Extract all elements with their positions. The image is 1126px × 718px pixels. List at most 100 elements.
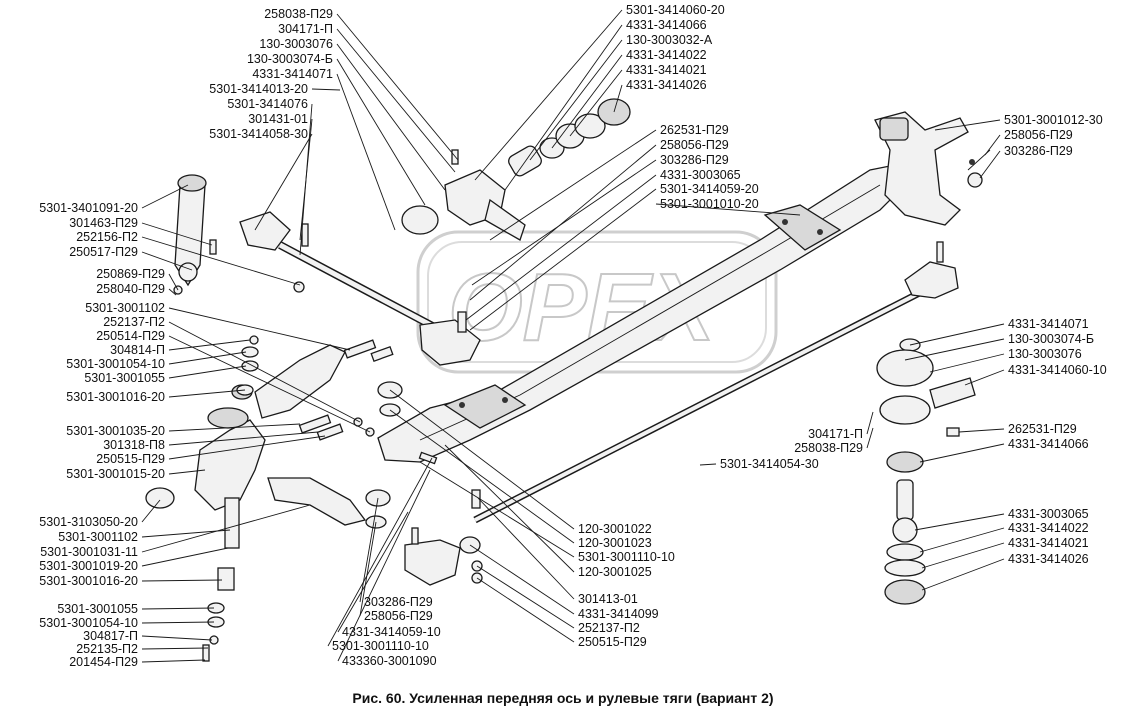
leader-line [141, 236, 301, 286]
part-label: 258056-П29 [660, 138, 729, 152]
leader-line [168, 365, 247, 379]
leader-line [469, 144, 657, 301]
leader-lines [141, 9, 1005, 663]
part-label: 5301-3001016-20 [66, 390, 165, 404]
part-label: 5301-3001035-20 [66, 424, 165, 438]
leader-line [141, 504, 311, 553]
leader-line [336, 43, 446, 191]
leader-line [141, 635, 213, 641]
leader-line [168, 389, 246, 398]
part-label: 120-3001025 [578, 565, 652, 579]
part-label: 5301-3414013-20 [209, 82, 308, 96]
leader-line [141, 579, 223, 582]
leader-line [389, 389, 575, 530]
leader-line [141, 184, 189, 209]
part-label: 301431-01 [248, 112, 308, 126]
part-label: 201454-П29 [69, 655, 138, 669]
part-label: 5301-3001055 [84, 371, 165, 385]
left-small-hardware [173, 239, 483, 662]
part-label: 250517-П29 [69, 245, 138, 259]
leader-line [866, 427, 874, 449]
leader-line [168, 335, 371, 433]
part-label: 5301-3001010-20 [660, 197, 759, 211]
leader-line [168, 435, 326, 460]
part-label: 5301-3001102 [58, 530, 138, 544]
leader-line [311, 88, 341, 91]
leader-line [141, 647, 209, 650]
leader-line [168, 273, 179, 291]
part-label: 130-3003074-Б [1008, 332, 1094, 346]
part-label: 304814-П [110, 343, 165, 357]
part-label: 5301-3414058-30 [209, 127, 308, 141]
part-label: 130-3003076 [1008, 347, 1082, 361]
leader-line [465, 174, 657, 321]
leader-line [489, 129, 657, 241]
part-label: 258040-П29 [96, 282, 165, 296]
leader-line [419, 461, 575, 558]
part-label: 5301-3001019-20 [39, 559, 138, 573]
leader-line [474, 9, 623, 181]
leader-line [359, 521, 377, 617]
part-label: 250869-П29 [96, 267, 165, 281]
leader-line [904, 338, 1005, 361]
part-label: 5301-3001031-11 [40, 545, 138, 559]
leader-line [964, 369, 1005, 386]
part-label: 4331-3003065 [1008, 507, 1089, 521]
leader-line [168, 307, 351, 351]
leader-line [699, 463, 717, 466]
part-label: 5301-3001110-10 [332, 639, 429, 653]
leader-line [168, 351, 247, 365]
leader-line [476, 577, 575, 643]
part-label: 5301-3414059-20 [660, 182, 759, 196]
leader-line [141, 547, 229, 567]
leader-line [141, 222, 213, 246]
leader-line [444, 444, 575, 573]
part-label: 5301-3001054-10 [39, 616, 138, 630]
leader-line [921, 558, 1005, 591]
part-label: 258056-П29 [364, 609, 433, 623]
leader-line [141, 659, 206, 663]
part-label: 433360-3001090 [342, 654, 437, 668]
leader-line [168, 423, 301, 432]
part-label: 250514-П29 [96, 329, 165, 343]
part-label: 4331-3414099 [578, 607, 659, 621]
part-label: 301413-01 [578, 592, 638, 606]
part-label: 4331-3414026 [1008, 552, 1089, 566]
part-label: 258038-П29 [264, 7, 333, 21]
leader-line [141, 621, 215, 624]
leader-line [168, 339, 251, 351]
part-label: 4331-3414066 [626, 18, 707, 32]
part-label: 4331-3414022 [1008, 521, 1089, 535]
part-label: 5301-3414054-30 [720, 457, 819, 471]
leader-line [336, 13, 459, 161]
leader-line [655, 203, 801, 216]
upper-tie-rod-end-assembly [301, 98, 631, 247]
part-label: 5301-3401091-20 [39, 201, 138, 215]
part-label: 4331-3414021 [626, 63, 707, 77]
part-label: 250515-П29 [96, 452, 165, 466]
part-label: 4331-3414026 [626, 78, 707, 92]
leader-line [504, 24, 623, 191]
leader-line [529, 39, 623, 161]
part-label: 5301-3414060-20 [626, 3, 725, 17]
leader-line [168, 469, 206, 475]
part-label: 120-3001022 [578, 522, 652, 536]
figure-caption: Рис. 60. Усиленная передняя ось и рулевы… [352, 690, 773, 706]
part-label: 120-3001023 [578, 536, 652, 550]
part-label: 303286-П29 [1004, 144, 1073, 158]
pitman-arm [174, 174, 207, 287]
part-label: 130-3003076 [259, 37, 333, 51]
leader-line [984, 134, 1001, 156]
leader-line [336, 73, 396, 231]
leader-line [929, 353, 1005, 373]
leader-line [551, 54, 623, 149]
part-label: 303286-П29 [364, 595, 433, 609]
part-label: 4331-3003065 [660, 168, 741, 182]
part-label: 5301-3001102 [85, 301, 165, 315]
part-label: 4331-3414066 [1008, 437, 1089, 451]
leader-line [469, 188, 657, 331]
part-label: 130-3003074-Б [247, 52, 333, 66]
leader-line [299, 118, 313, 241]
leader-line [337, 511, 409, 633]
part-label: 301318-П8 [103, 438, 165, 452]
